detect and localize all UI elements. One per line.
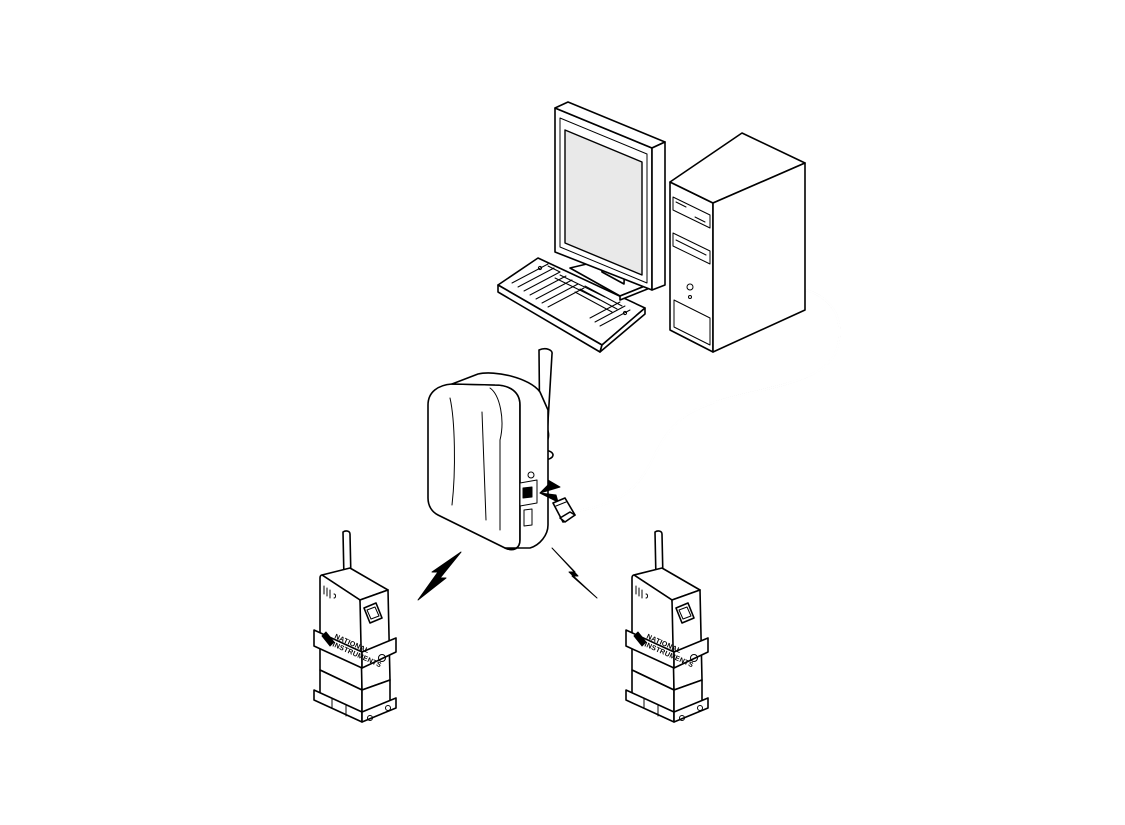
wireless-gateway: [427, 347, 576, 551]
ni-logo-icon: [321, 631, 335, 647]
ethernet-plug-icon: [552, 497, 576, 523]
lightning-bolt-icon: [417, 551, 462, 601]
monitor-icon: [554, 101, 666, 301]
wireless-node-right: NATIONAL INSTRUMENTS: [625, 530, 709, 723]
keyboard-icon: [497, 257, 646, 353]
ni-logo-icon: [633, 631, 647, 647]
tower-icon: [669, 132, 806, 353]
wireless-node-left: NATIONAL INSTRUMENTS: [313, 530, 397, 723]
lightning-bolt-icon: [551, 547, 598, 599]
